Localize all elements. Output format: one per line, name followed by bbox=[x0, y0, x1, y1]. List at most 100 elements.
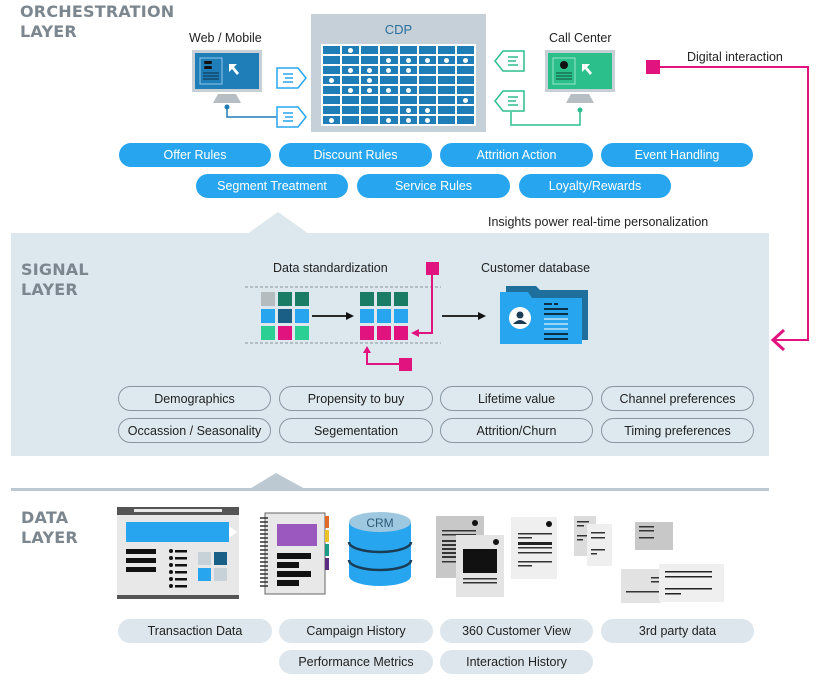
cdp-grid-cell bbox=[437, 76, 455, 84]
attribute-pill-lifetime-value[interactable]: Lifetime value bbox=[440, 386, 593, 411]
cdp-grid-cell bbox=[418, 86, 436, 94]
pill-label: Timing preferences bbox=[624, 423, 731, 438]
cdp-grid-cell bbox=[323, 46, 341, 54]
attribute-pill-segmentation[interactable]: Segementation bbox=[279, 418, 433, 443]
digital-interaction-label: Digital interaction bbox=[687, 50, 783, 64]
cdp-grid-cell bbox=[437, 106, 455, 114]
cdp-grid-cell bbox=[456, 116, 474, 124]
web-connector-line bbox=[224, 104, 280, 118]
cdp-grid-cell bbox=[418, 116, 436, 124]
cdp-grid-cell bbox=[323, 56, 341, 64]
cdp-panel: CDP bbox=[311, 14, 486, 132]
third-party-data-icon bbox=[574, 516, 724, 603]
customer-view-documents-icon bbox=[436, 516, 557, 597]
cdp-grid-cell bbox=[399, 46, 417, 54]
title-line: LAYER bbox=[21, 528, 78, 547]
call-center-monitor-icon bbox=[545, 50, 615, 103]
attribute-pill-occasion-seasonality[interactable]: Occassion / Seasonality bbox=[118, 418, 271, 443]
cdp-grid-cell bbox=[437, 46, 455, 54]
title-line: ORCHESTRATION bbox=[20, 2, 175, 21]
source-pill-360-customer-view[interactable]: 360 Customer View bbox=[440, 619, 593, 643]
pill-label: Occassion / Seasonality bbox=[127, 423, 262, 438]
rule-pill-discount-rules[interactable]: Discount Rules bbox=[279, 143, 432, 167]
cdp-grid-cell bbox=[437, 116, 455, 124]
pill-label: Propensity to buy bbox=[307, 391, 405, 406]
cdp-data-dot bbox=[424, 107, 430, 113]
attribute-pill-propensity-to-buy[interactable]: Propensity to buy bbox=[279, 386, 433, 411]
customer-database-label: Customer database bbox=[481, 261, 591, 275]
document-arrow-icon bbox=[494, 90, 525, 112]
cdp-grid-cell bbox=[437, 56, 455, 64]
grid-cell bbox=[278, 292, 292, 306]
cdp-grid-cell bbox=[418, 46, 436, 54]
cdp-grid-cell bbox=[342, 86, 360, 94]
cdp-grid-cell bbox=[437, 66, 455, 74]
pill-label: Attrition/Churn bbox=[476, 423, 557, 438]
cdp-data-dot bbox=[405, 107, 411, 113]
rule-pill-loyalty-rewards[interactable]: Loyalty/Rewards bbox=[519, 174, 671, 198]
cdp-grid-cell bbox=[342, 106, 360, 114]
cdp-data-dot bbox=[443, 57, 449, 63]
rule-pill-service-rules[interactable]: Service Rules bbox=[357, 174, 510, 198]
grid-cell bbox=[295, 309, 309, 323]
web-mobile-monitor-icon bbox=[192, 50, 262, 103]
call-center-label: Call Center bbox=[549, 31, 612, 45]
rule-pill-event-handling[interactable]: Event Handling bbox=[601, 143, 753, 167]
cdp-grid-cell bbox=[437, 86, 455, 94]
call-center-connector-line bbox=[510, 107, 583, 126]
attribute-pill-attrition-churn[interactable]: Attrition/Churn bbox=[440, 418, 593, 443]
orchestration-layer-title: ORCHESTRATION LAYER bbox=[20, 2, 174, 42]
cdp-grid-cell bbox=[456, 76, 474, 84]
source-pill-3rd-party-data[interactable]: 3rd party data bbox=[601, 619, 754, 643]
pill-label: Offer Rules bbox=[163, 148, 227, 162]
grid-cell bbox=[394, 326, 408, 340]
cdp-grid-cell bbox=[342, 116, 360, 124]
document-arrow-icon bbox=[494, 50, 525, 72]
cdp-grid-cell bbox=[418, 56, 436, 64]
rule-pill-attrition-action[interactable]: Attrition Action bbox=[440, 143, 593, 167]
web-mobile-label: Web / Mobile bbox=[189, 31, 262, 45]
pill-label: Interaction History bbox=[466, 655, 567, 669]
source-pill-transaction-data[interactable]: Transaction Data bbox=[118, 619, 272, 643]
title-line: LAYER bbox=[21, 280, 78, 299]
attribute-pill-demographics[interactable]: Demographics bbox=[118, 386, 271, 411]
cdp-grid-cell bbox=[380, 106, 398, 114]
cdp-grid-cell bbox=[361, 96, 379, 104]
customer-database-icon bbox=[500, 286, 588, 344]
source-pill-performance-metrics[interactable]: Performance Metrics bbox=[279, 650, 433, 674]
source-pill-interaction-history[interactable]: Interaction History bbox=[440, 650, 593, 674]
source-pill-campaign-history[interactable]: Campaign History bbox=[279, 619, 433, 643]
title-line: SIGNAL bbox=[21, 260, 89, 279]
pill-label: Demographics bbox=[154, 391, 235, 406]
cdp-grid-cell bbox=[399, 66, 417, 74]
cdp-data-dot bbox=[348, 47, 354, 53]
cdp-grid-cell bbox=[361, 116, 379, 124]
pill-label: Attrition Action bbox=[476, 148, 557, 162]
pill-label: Performance Metrics bbox=[298, 655, 414, 669]
cdp-grid-cell bbox=[323, 86, 341, 94]
cdp-grid-cell bbox=[361, 46, 379, 54]
cdp-grid-cell bbox=[323, 76, 341, 84]
up-arrow-triangle bbox=[247, 212, 309, 234]
cdp-grid-cell bbox=[380, 76, 398, 84]
crm-database-icon bbox=[347, 512, 413, 586]
pill-label: 360 Customer View bbox=[462, 624, 571, 638]
cdp-data-dot bbox=[424, 117, 430, 123]
cdp-grid-cell bbox=[361, 76, 379, 84]
cdp-grid-cell bbox=[342, 66, 360, 74]
rule-pill-offer-rules[interactable]: Offer Rules bbox=[119, 143, 271, 167]
cdp-data-dot bbox=[462, 97, 468, 103]
cdp-data-dot bbox=[329, 117, 335, 123]
data-layer-divider bbox=[11, 473, 769, 491]
rule-pill-segment-treatment[interactable]: Segment Treatment bbox=[196, 174, 348, 198]
cdp-grid bbox=[321, 44, 476, 126]
attribute-pill-channel-preferences[interactable]: Channel preferences bbox=[601, 386, 754, 411]
cdp-data-dot bbox=[386, 87, 392, 93]
cdp-grid-cell bbox=[456, 106, 474, 114]
attribute-pill-timing-preferences[interactable]: Timing preferences bbox=[601, 418, 754, 443]
cdp-grid-cell bbox=[380, 86, 398, 94]
cdp-data-dot bbox=[386, 57, 392, 63]
cdp-grid-cell bbox=[361, 66, 379, 74]
transaction-browser-icon bbox=[117, 507, 239, 599]
grid-cell bbox=[278, 309, 292, 323]
